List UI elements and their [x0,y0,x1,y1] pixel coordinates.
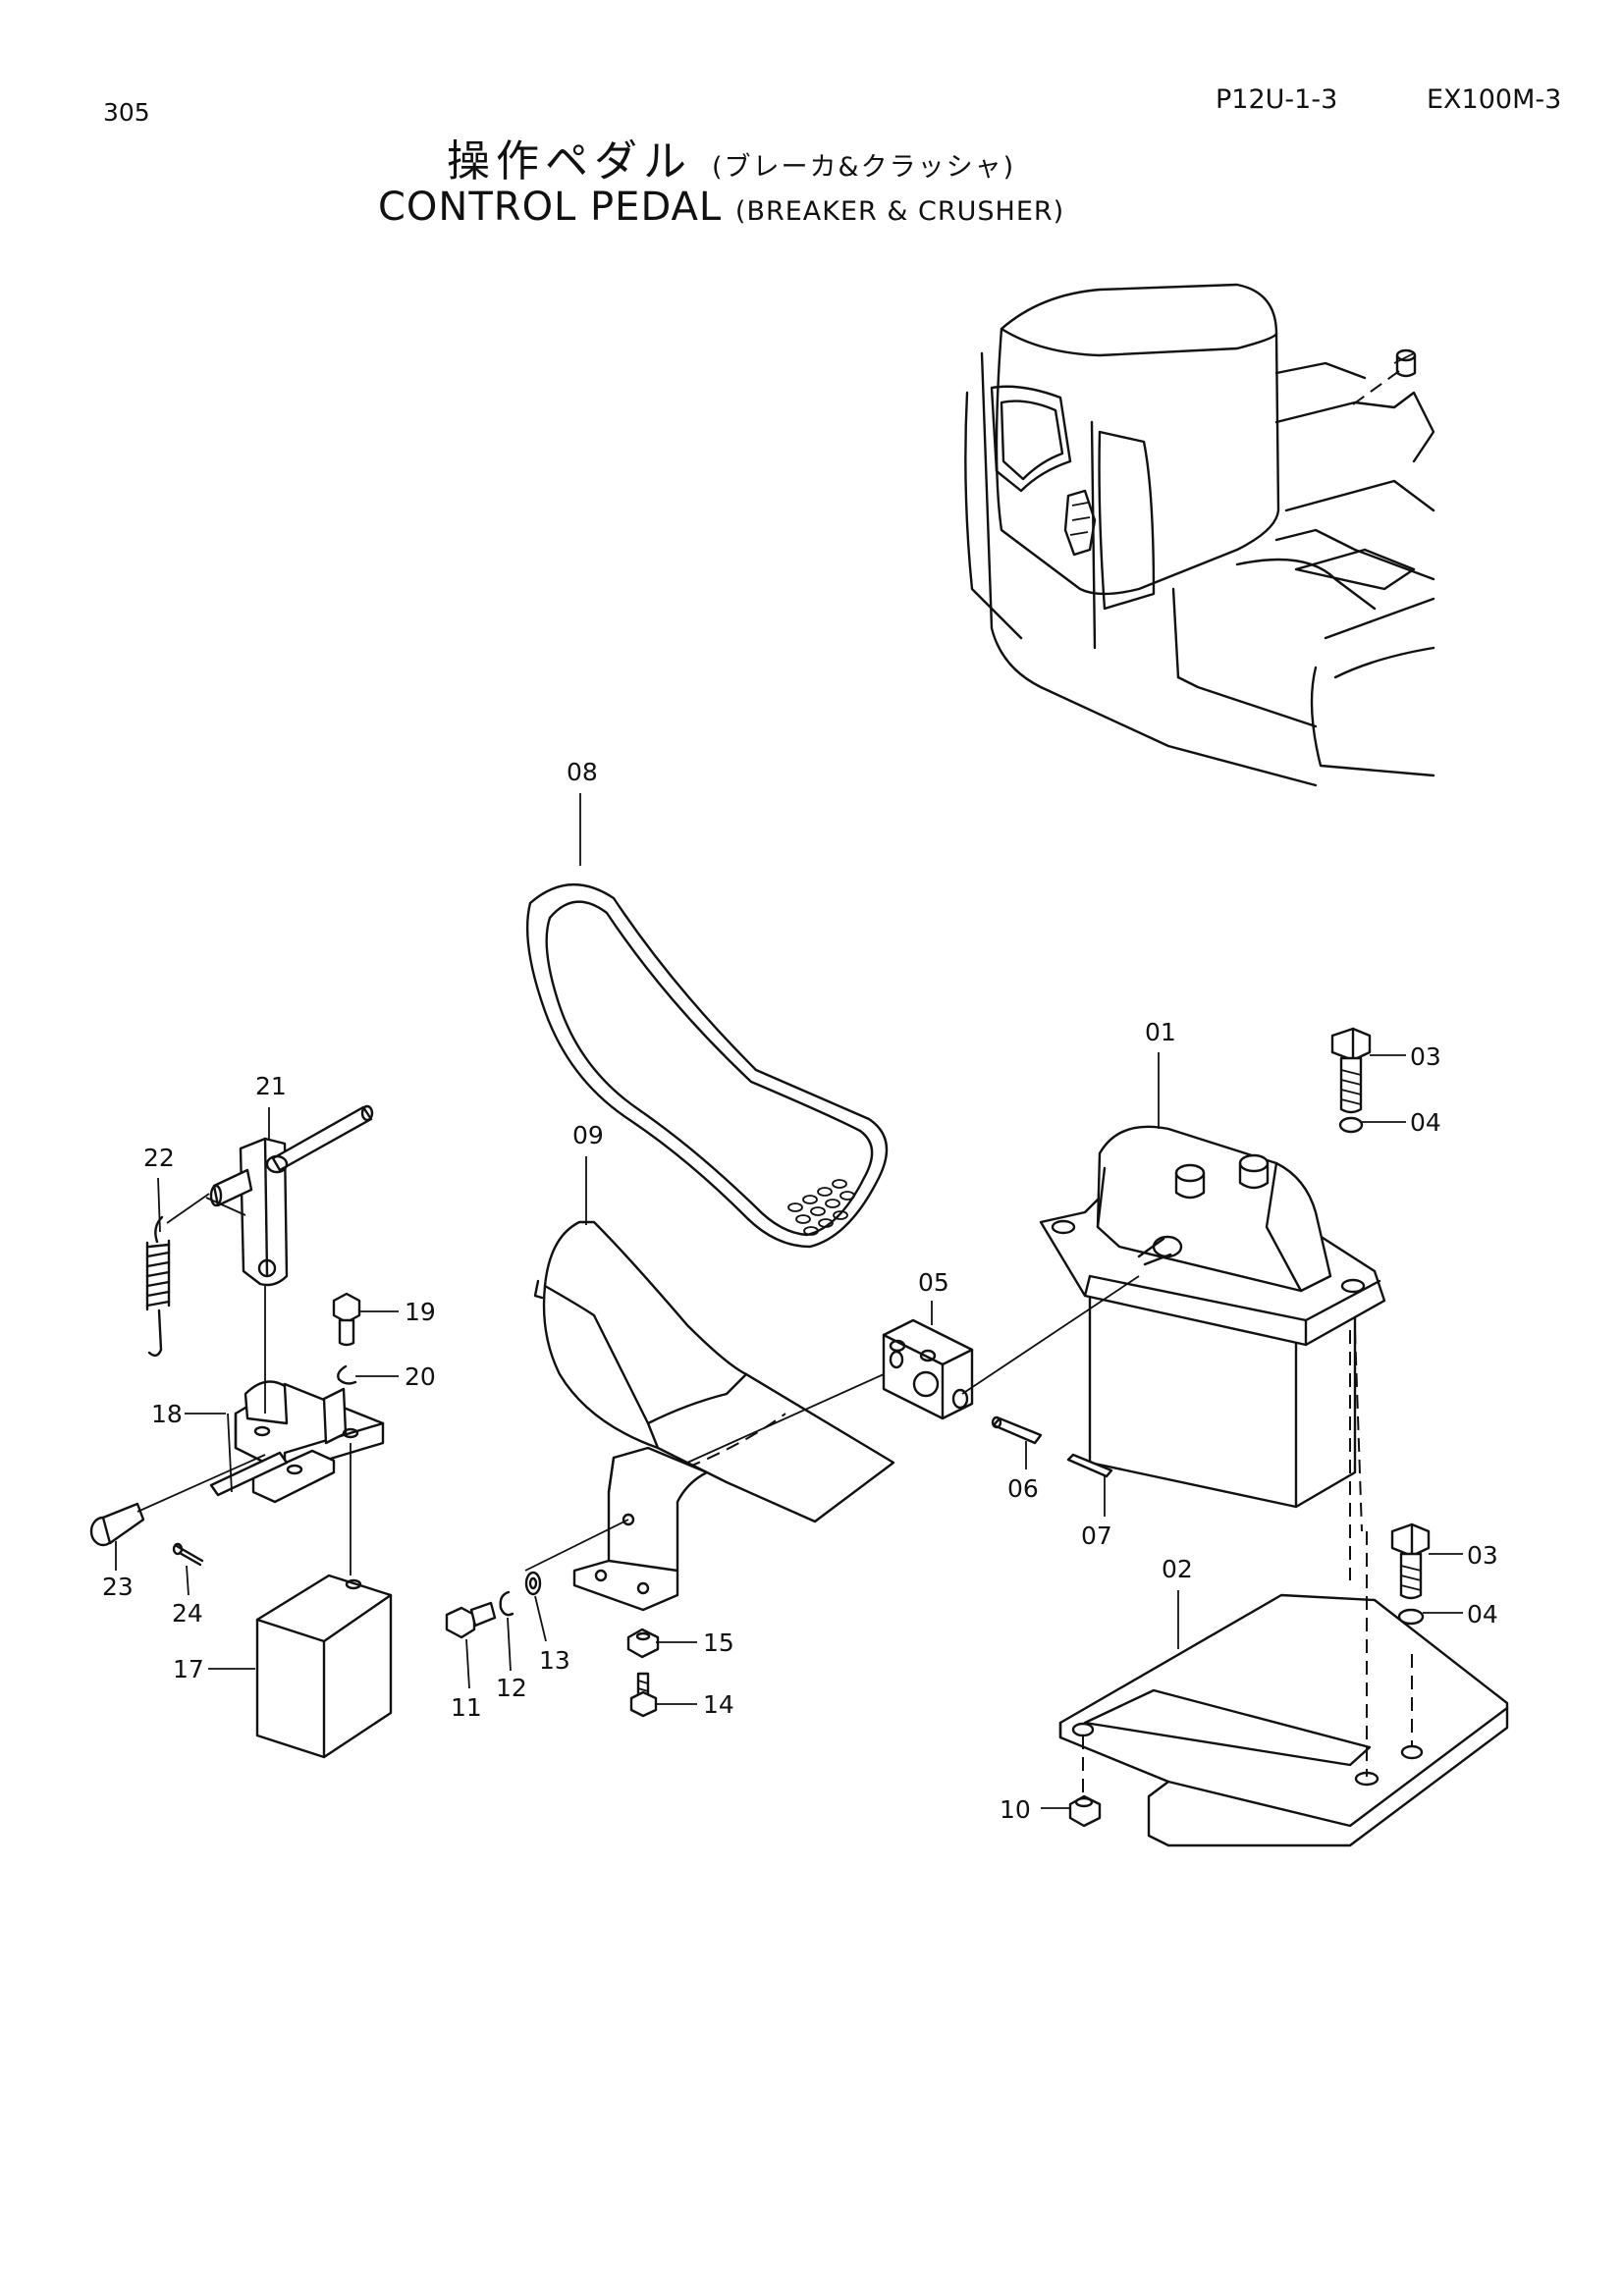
part-05-block [882,1318,974,1420]
part-21-lever [205,1104,374,1414]
part-23-pin [89,1454,266,1547]
callout-19: 19 [405,1298,436,1326]
title-japanese: 操作ペダル (ブレーカ&クラッシャ) [447,126,1015,188]
callout-03-upper: 03 [1410,1042,1441,1071]
callout-23: 23 [102,1573,134,1601]
callout-12: 12 [496,1674,527,1702]
model-number: EX100M-3 [1427,84,1562,115]
assembly-axis-line-2 [686,1373,885,1464]
assembly-axis-line-3 [524,1519,629,1572]
excavator-cab-illustration [964,283,1435,787]
callout-13: 13 [539,1646,570,1675]
part-12-snap-ring [499,1590,514,1617]
part-03-bolt-lower [1390,1522,1431,1600]
title-en-main: CONTROL PEDAL [378,185,723,230]
callout-04-upper: 04 [1410,1108,1441,1137]
title-en-sub: (BREAKER & CRUSHER) [734,196,1065,227]
part-22-spring [145,1193,210,1358]
part-03-bolt-upper [1330,1027,1372,1114]
callout-21: 21 [255,1072,287,1100]
callout-07: 07 [1081,1522,1112,1550]
part-04-washer-lower [1397,1608,1425,1626]
page-number: 305 [103,98,150,127]
callout-leader-lines [115,793,1463,1809]
part-19-bolt [332,1292,361,1347]
part-04-washer-upper [1338,1116,1364,1134]
title-jp-main: 操作ペダル [447,136,692,187]
part-09-pedal [533,1220,895,1612]
callout-24: 24 [172,1599,203,1628]
pedal-rubber-grip-pattern [787,1179,855,1236]
part-07-pin [1066,1453,1113,1478]
title-english: CONTROL PEDAL (BREAKER & CRUSHER) [378,185,1064,230]
part-24-cotter-pin [172,1542,204,1567]
title-jp-sub: (ブレーカ&クラッシャ) [712,152,1016,183]
part-08-pedal-rubber [525,883,889,1249]
callout-20: 20 [405,1362,436,1391]
callout-17: 17 [173,1655,204,1683]
part-11-bolt [445,1601,497,1639]
callout-18: 18 [151,1400,183,1428]
callout-05: 05 [918,1268,949,1297]
part-14-bolt [629,1672,658,1718]
callout-10: 10 [1000,1795,1031,1824]
callout-15: 15 [703,1629,734,1657]
callout-09: 09 [572,1121,604,1149]
part-17-block [255,1574,393,1759]
part-18-bracket [209,1380,385,1504]
callout-06: 06 [1007,1474,1039,1503]
callout-03-lower: 03 [1467,1541,1498,1570]
part-06-pin [991,1415,1043,1445]
assembly-axis-line-5 [227,1413,233,1493]
callout-02: 02 [1162,1555,1193,1583]
part-20-washer [337,1364,357,1385]
part-01-valve-body [1039,1125,1386,1580]
part-02-plate [1058,1531,1509,1847]
callout-01: 01 [1145,1018,1176,1046]
callout-22: 22 [143,1144,175,1172]
callout-04-lower: 04 [1467,1600,1498,1629]
assembly-axis-line [961,1275,1140,1395]
part-code: P12U-1-3 [1216,84,1338,115]
callout-14: 14 [703,1690,734,1719]
part-15-nut [626,1628,660,1659]
callout-08: 08 [567,758,598,786]
part-13-washer [524,1571,542,1596]
part-10-nut [1068,1794,1102,1828]
callout-11: 11 [451,1693,482,1722]
